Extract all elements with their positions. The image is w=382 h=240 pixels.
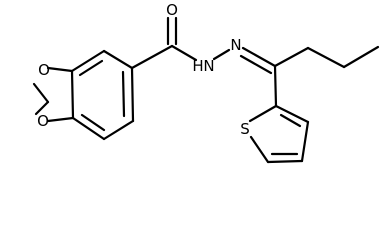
thiophene-bond-c3-c2: [274, 104, 310, 124]
bond-n-c-imine-1: [241, 46, 277, 68]
bond-propyl-3: [342, 45, 380, 69]
amide-group: [130, 16, 198, 70]
thiophene-bond-c5-c4: [266, 159, 304, 164]
bond-imine-thiophene: [273, 64, 278, 108]
atom-o-carbonyl: O: [166, 1, 178, 19]
dioxole-ring: [32, 66, 75, 123]
bond-carbonyl-c-nh: [170, 44, 198, 62]
hydrazone-linkage: [212, 46, 277, 75]
atom-h-amide: H: [192, 57, 203, 75]
benzene-bond-6: [70, 69, 75, 120]
benzene-double-1: [78, 59, 104, 77]
thiophene-bond-s-c5: [249, 135, 270, 164]
bond-o-top-ring: [46, 66, 74, 73]
benzene-double-2: [121, 70, 126, 118]
atom-s-thiophene: S: [240, 120, 250, 138]
bond-ch2-o-top: [32, 82, 50, 104]
thiophene-bond-c2-s: [248, 104, 278, 123]
bond-n-c-imine-2: [239, 54, 273, 75]
bond-propyl-2: [306, 46, 346, 69]
atom-n-amide: N: [203, 57, 214, 75]
atom-labels: O O O H N N S: [37, 1, 250, 138]
molecule-structure-diagram: O O O H N N S: [32, 1, 380, 164]
benzene-bond-2: [102, 49, 134, 70]
benzene-bond-4: [102, 119, 135, 141]
propyl-chain: [273, 45, 380, 69]
thiophene-double-1: [279, 113, 302, 128]
bond-o-bottom-ring: [46, 116, 75, 123]
thiophene-ring: [248, 64, 310, 164]
benzene-ring: [70, 49, 135, 141]
bond-ch2-o-bottom: [34, 100, 50, 116]
benzene-bond-5: [71, 116, 106, 141]
atom-n-imine: N: [230, 36, 241, 54]
benzene-double-3: [80, 113, 106, 132]
atom-o-dioxole-top: O: [38, 61, 50, 79]
benzene-bond-3: [130, 66, 135, 123]
atom-o-dioxole-bottom: O: [37, 112, 49, 130]
bond-ring-carbonyl-c: [130, 44, 174, 70]
benzene-bond-1: [70, 49, 106, 73]
bond-propyl-1: [273, 46, 310, 68]
thiophene-bond-c4-c3: [300, 120, 310, 163]
bond-nh-n: [212, 48, 231, 61]
